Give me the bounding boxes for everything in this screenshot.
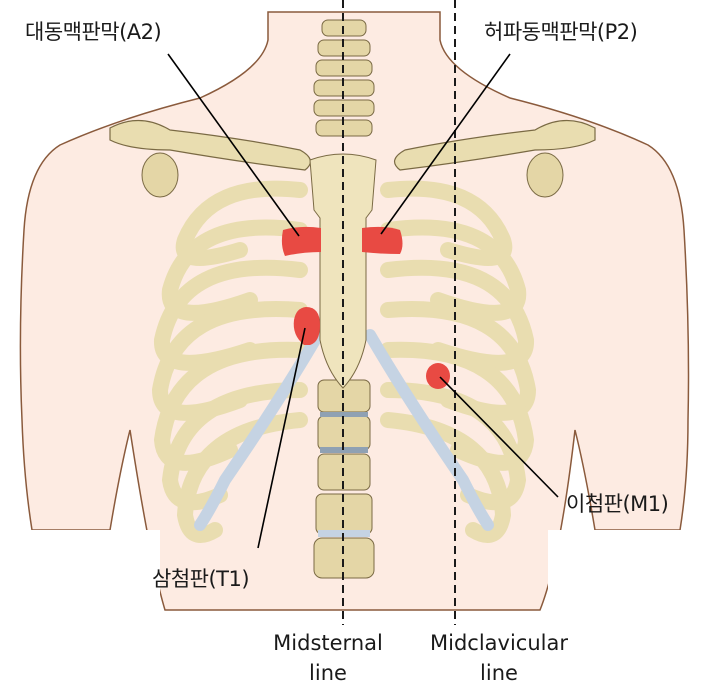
clavicles <box>109 119 596 171</box>
midclavicular-line-label-1: Midclavicular <box>430 631 568 655</box>
midclavicular-line-label-2: line <box>480 661 518 685</box>
marker-p2 <box>362 226 403 254</box>
label-p2: 허파동맥판막(P2) <box>484 20 638 44</box>
ribs-right <box>380 180 537 543</box>
marker-m1 <box>426 363 450 389</box>
midsternal-line-label-1: Midsternal <box>273 631 383 655</box>
midsternal-line-label-2: line <box>309 661 347 685</box>
sternum <box>309 153 377 389</box>
midsternal-line-label: Midsternal line <box>258 628 398 688</box>
label-t1: 삼첨판(T1) <box>152 567 250 591</box>
marker-a2 <box>281 226 321 256</box>
midclavicular-line-label: Midclavicular line <box>413 628 585 688</box>
spine <box>313 19 375 579</box>
costal-cartilage <box>194 329 494 531</box>
leader-lines <box>167 53 559 549</box>
marker-t1 <box>293 307 320 345</box>
label-m1: 이첨판(M1) <box>566 492 669 516</box>
label-a2: 대동맥판막(A2) <box>25 20 162 44</box>
